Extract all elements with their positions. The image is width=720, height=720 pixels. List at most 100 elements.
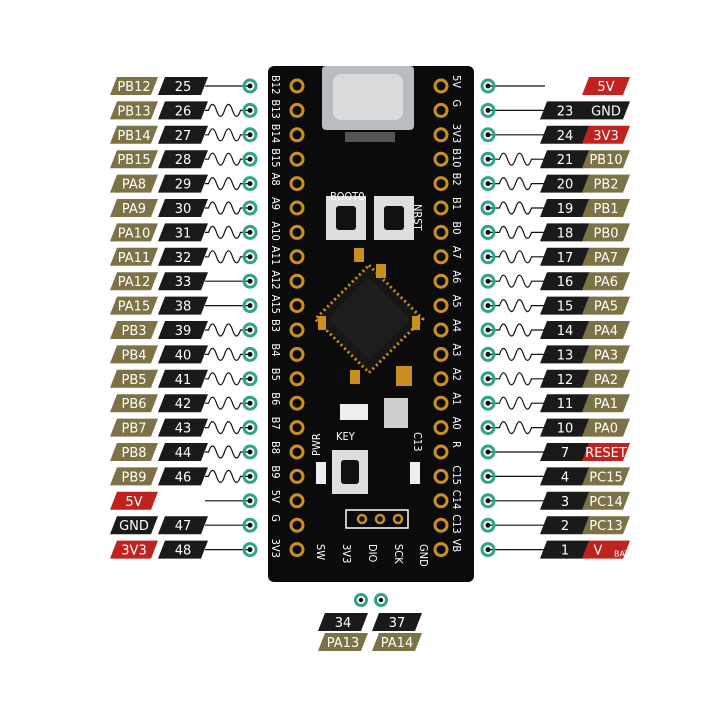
port-name-tag (110, 150, 158, 169)
header-pin (242, 395, 258, 411)
pin-number-tag (540, 369, 590, 388)
boot0-silk: BOOT0 (330, 190, 365, 203)
header-pin (242, 468, 258, 484)
pin-wire (205, 347, 248, 361)
port-name-tag (110, 394, 158, 413)
port-name: 3V3 (593, 129, 618, 144)
pin-wire (205, 176, 248, 191)
board-pad (433, 420, 449, 436)
pin-silk-label: B5 (269, 368, 282, 381)
pin-number-tag (158, 223, 208, 242)
swd-silk-label: 3V3 (340, 544, 353, 563)
port-name-subscript: BAT (614, 550, 629, 559)
port-name-tag (110, 174, 158, 193)
pin-number: 3 (561, 495, 569, 510)
port-name-tag (110, 296, 158, 315)
pin-wire (490, 152, 545, 166)
nrst-button[interactable] (374, 196, 414, 240)
header-pin-hole (247, 547, 253, 553)
header-pin-hole (247, 254, 253, 260)
pin-number: 15 (557, 300, 574, 315)
port-name-tag (582, 247, 630, 266)
pin-wire (490, 396, 545, 410)
pin-number-tag (158, 272, 208, 291)
board-pad (289, 78, 305, 94)
pin-silk-label: B4 (269, 343, 282, 356)
board-pad (433, 224, 449, 240)
port-name-tag (110, 199, 158, 217)
port-name: PB7 (121, 422, 146, 437)
pin-number-tag (158, 101, 208, 120)
smd-components (318, 248, 420, 428)
pin-number: 18 (557, 226, 574, 241)
pin-wire (205, 323, 248, 337)
header-pin (480, 395, 496, 411)
port-name: PA0 (594, 422, 618, 437)
header-pin-hole (247, 376, 253, 382)
header-pin (480, 127, 496, 143)
header-pin (480, 517, 496, 533)
nrst-silk: NRST (411, 204, 424, 232)
port-name-tag (582, 369, 630, 388)
port-name: PA2 (594, 373, 618, 388)
header-pin-hole (485, 278, 491, 284)
header-pin-hole (247, 327, 253, 333)
pin-number-tag (540, 394, 590, 413)
pin-silk-label: A7 (450, 246, 463, 259)
header-pin-hole (485, 181, 491, 187)
port-name: PA5 (594, 300, 618, 315)
header-pin (242, 224, 258, 240)
header-pin (480, 200, 496, 216)
swd-pad (392, 513, 404, 525)
pin-number: 21 (557, 153, 574, 168)
header-pin-hole (485, 547, 491, 553)
header-pin-hole (247, 351, 253, 357)
header-pin (480, 273, 496, 289)
port-name-tag (582, 516, 630, 535)
pin-silk-label: B15 (269, 148, 282, 167)
port-name-tag (582, 77, 630, 95)
boot0-button[interactable] (326, 196, 366, 240)
port-name-tag (582, 321, 630, 339)
pin-wire (490, 225, 545, 240)
pin-number: 26 (175, 104, 192, 119)
header-pin (242, 298, 258, 314)
pin-number-tag (540, 345, 590, 364)
port-name: 5V (597, 80, 614, 95)
pin-number-tag (540, 199, 590, 217)
key-button[interactable] (332, 450, 368, 494)
header-pin-hole (247, 425, 253, 431)
key-silk: KEY (336, 430, 356, 443)
pin-number-tag (158, 516, 208, 535)
header-pin (480, 444, 496, 460)
port-name: 3V3 (121, 544, 146, 559)
pin-number: 47 (175, 519, 192, 534)
port-name: PA7 (594, 251, 618, 266)
pin-silk-label: A5 (450, 295, 463, 308)
pin-silk-label: B3 (269, 319, 282, 332)
header-pin (242, 444, 258, 460)
pin-number: 23 (557, 104, 574, 119)
board-pad (289, 371, 305, 387)
pin-wire (205, 201, 248, 215)
pin-number-tag (540, 467, 590, 486)
port-name: PC13 (589, 519, 622, 534)
port-name-tag (110, 540, 158, 559)
pin-number: 1 (561, 544, 569, 559)
pin-number-tag (158, 321, 208, 339)
usb-c-connector-inner (333, 74, 403, 120)
pin-number: 4 (561, 470, 569, 485)
pin-number: 11 (557, 397, 574, 412)
pin-silk-label: A11 (269, 246, 282, 265)
pin-number-tag (158, 443, 208, 461)
pin-number: 17 (557, 251, 574, 266)
